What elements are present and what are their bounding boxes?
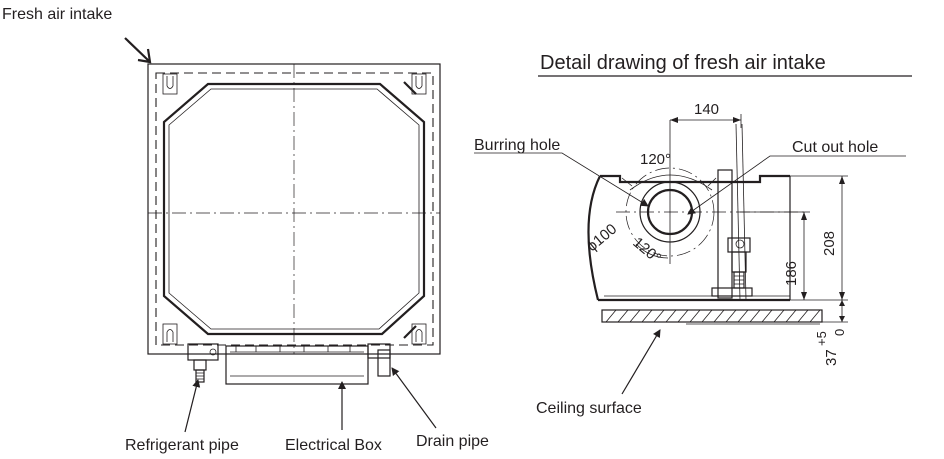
- drain-pipe-label: Drain pipe: [416, 433, 489, 450]
- corner-bracket-tr: [411, 73, 427, 95]
- electrical-box-shape: [225, 345, 369, 385]
- detail-drawing: [538, 75, 912, 325]
- dim-37-label: 37: [823, 349, 840, 366]
- dim-140-label: 140: [694, 101, 719, 118]
- grille-inner: [168, 88, 420, 330]
- fresh-air-intake-arrow: [124, 37, 152, 64]
- corner-mark-tr: [403, 81, 417, 95]
- dim-140-arrows: [670, 117, 741, 123]
- burring-hole-leader: [474, 152, 649, 207]
- angle-tick-lines: [621, 177, 717, 264]
- grille-outline: [162, 82, 426, 336]
- refrigerant-pipe-leader: [184, 379, 201, 433]
- angle-arc-top: [629, 174, 713, 191]
- dim-37-arrows: [839, 300, 845, 322]
- corner-mark-br: [403, 325, 417, 339]
- corner-bracket-tl: [162, 73, 178, 95]
- detail-title: Detail drawing of fresh air intake: [540, 52, 826, 74]
- unit-top-view: [147, 63, 441, 385]
- corner-bracket-bl: [162, 323, 178, 345]
- angle-top-label: 120°: [640, 151, 671, 168]
- drain-pipe-shape: [367, 343, 391, 377]
- dim-tol-plus-label: +5: [814, 331, 829, 346]
- cut-out-hole-leader: [687, 155, 906, 215]
- drain-pipe-leader: [391, 367, 437, 429]
- ceiling-surface-leader: [621, 329, 661, 395]
- corner-bracket-br: [411, 323, 427, 345]
- dim-186-label: 186: [783, 261, 800, 286]
- ceiling-hatch: [601, 309, 823, 325]
- dim-208-label: 208: [821, 231, 838, 256]
- electrical-box-label: Electrical Box: [285, 437, 382, 454]
- burring-hole-label: Burring hole: [474, 137, 560, 154]
- dim-tol-zero-label: 0: [832, 329, 847, 336]
- angle-arc-bottom: [635, 243, 669, 259]
- cut-out-hole-label: Cut out hole: [792, 139, 878, 156]
- unit-section-outline: [587, 174, 790, 301]
- ceiling-surface-label: Ceiling surface: [536, 400, 642, 417]
- fresh-air-intake-label: Fresh air intake: [2, 6, 112, 23]
- angle-bottom-label: 120°: [629, 234, 664, 267]
- refrigerant-pipe-label: Refrigerant pipe: [125, 437, 239, 454]
- refrigerant-pipe-shape: [187, 343, 219, 383]
- inner-panel-dashed: [155, 72, 434, 346]
